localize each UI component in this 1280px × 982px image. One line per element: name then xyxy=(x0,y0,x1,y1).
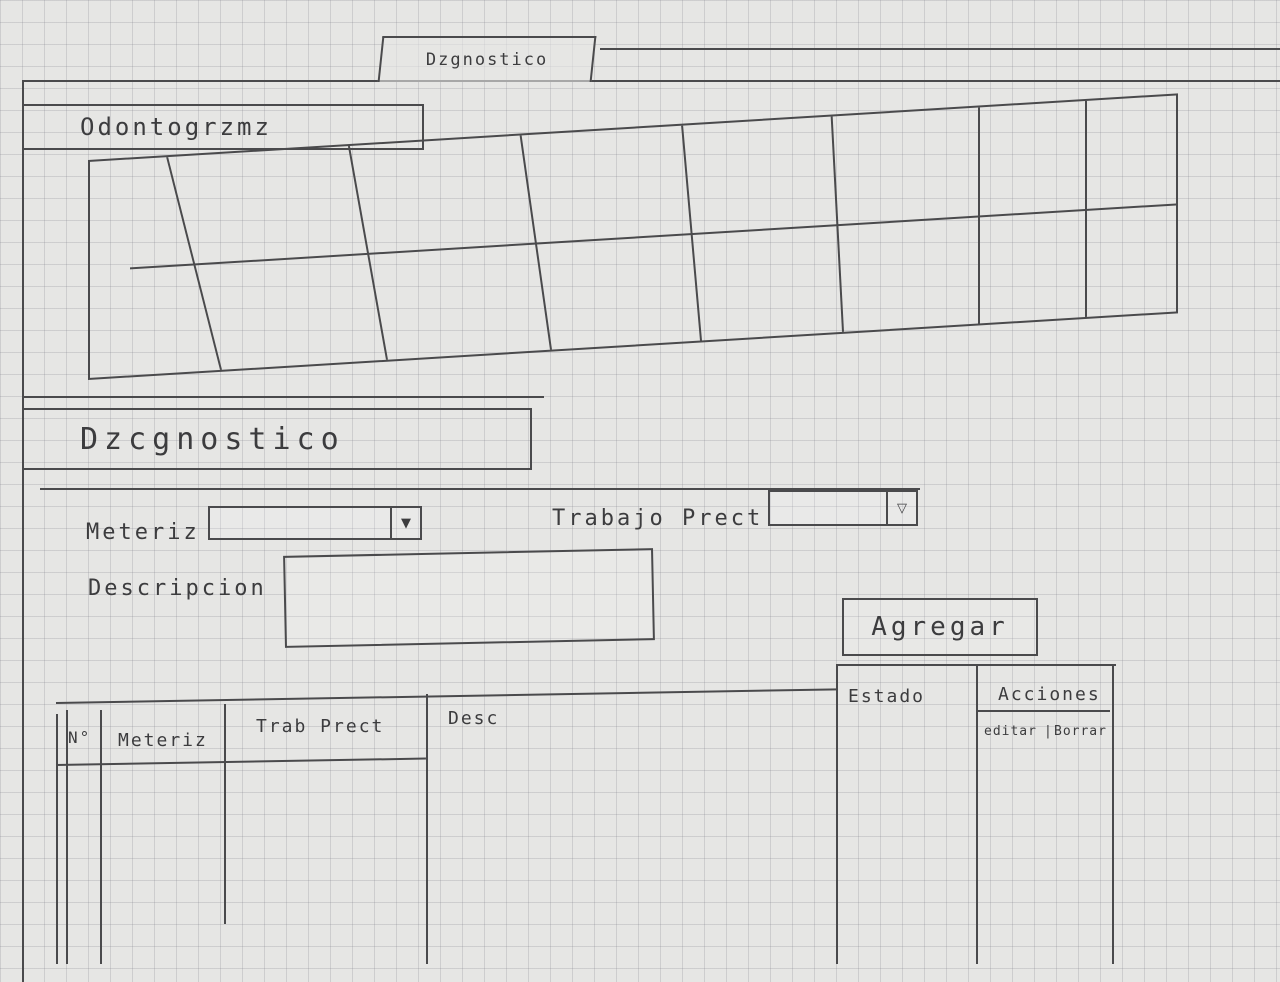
trabajo-dropdown-button[interactable]: ▽ xyxy=(886,492,916,524)
table-header-top xyxy=(55,688,838,704)
descripcion-textarea[interactable] xyxy=(283,548,655,648)
odontograma-header: Odontogrzmz xyxy=(24,104,424,150)
column-divider xyxy=(66,710,68,964)
action-separator: | xyxy=(1044,724,1053,739)
th-acciones: Acciones xyxy=(998,684,1101,705)
table-right-edge xyxy=(1112,664,1114,964)
tab-diagnostico[interactable]: Dzgnostico xyxy=(377,36,597,82)
diagnostico-header: Dzcgnostico xyxy=(24,408,532,470)
column-divider xyxy=(100,710,102,964)
chevron-down-icon: ▼ xyxy=(401,515,411,531)
odontograma-title: Odontogrzmz xyxy=(80,113,272,141)
tab-baseline xyxy=(22,80,382,82)
agregar-button[interactable]: Agregar xyxy=(842,598,1038,656)
column-divider xyxy=(426,694,428,964)
materia-select[interactable]: ▼ xyxy=(208,506,422,540)
top-rule xyxy=(600,48,1280,50)
trabajo-label: Trabajo Prect xyxy=(552,506,764,531)
th-estado: Estado xyxy=(848,686,926,707)
column-divider xyxy=(836,664,838,964)
tab-label: Dzgnostico xyxy=(425,50,549,70)
column-divider xyxy=(224,704,226,924)
trabajo-select[interactable]: ▽ xyxy=(768,490,918,526)
delete-action-link[interactable]: Borrar xyxy=(1054,724,1107,739)
materia-label: Meteriz xyxy=(86,520,200,545)
th-desc: Desc xyxy=(448,708,500,729)
chevron-down-icon: ▽ xyxy=(897,500,907,516)
materia-dropdown-button[interactable]: ▼ xyxy=(390,508,420,538)
acciones-header-divider xyxy=(976,710,1110,712)
page-frame xyxy=(22,80,1280,982)
edit-action-link[interactable]: editar xyxy=(984,724,1037,739)
th-numero: N° xyxy=(68,728,92,747)
section-divider xyxy=(24,396,544,398)
descripcion-label: Descripcion xyxy=(88,576,267,601)
odontogram-divider xyxy=(978,107,980,324)
column-divider xyxy=(976,664,978,964)
section-divider xyxy=(40,488,920,490)
diagnostico-title: Dzcgnostico xyxy=(80,421,345,457)
th-materia: Meteriz xyxy=(118,730,208,751)
odontogram-midline xyxy=(130,203,1176,270)
table-frame xyxy=(56,714,1116,964)
th-trabajo: Trab Prect xyxy=(256,716,385,737)
diagnostico-table: N° Meteriz Trab Prect Desc Estado Accion… xyxy=(55,664,1116,964)
odontogram-divider xyxy=(1085,100,1087,318)
